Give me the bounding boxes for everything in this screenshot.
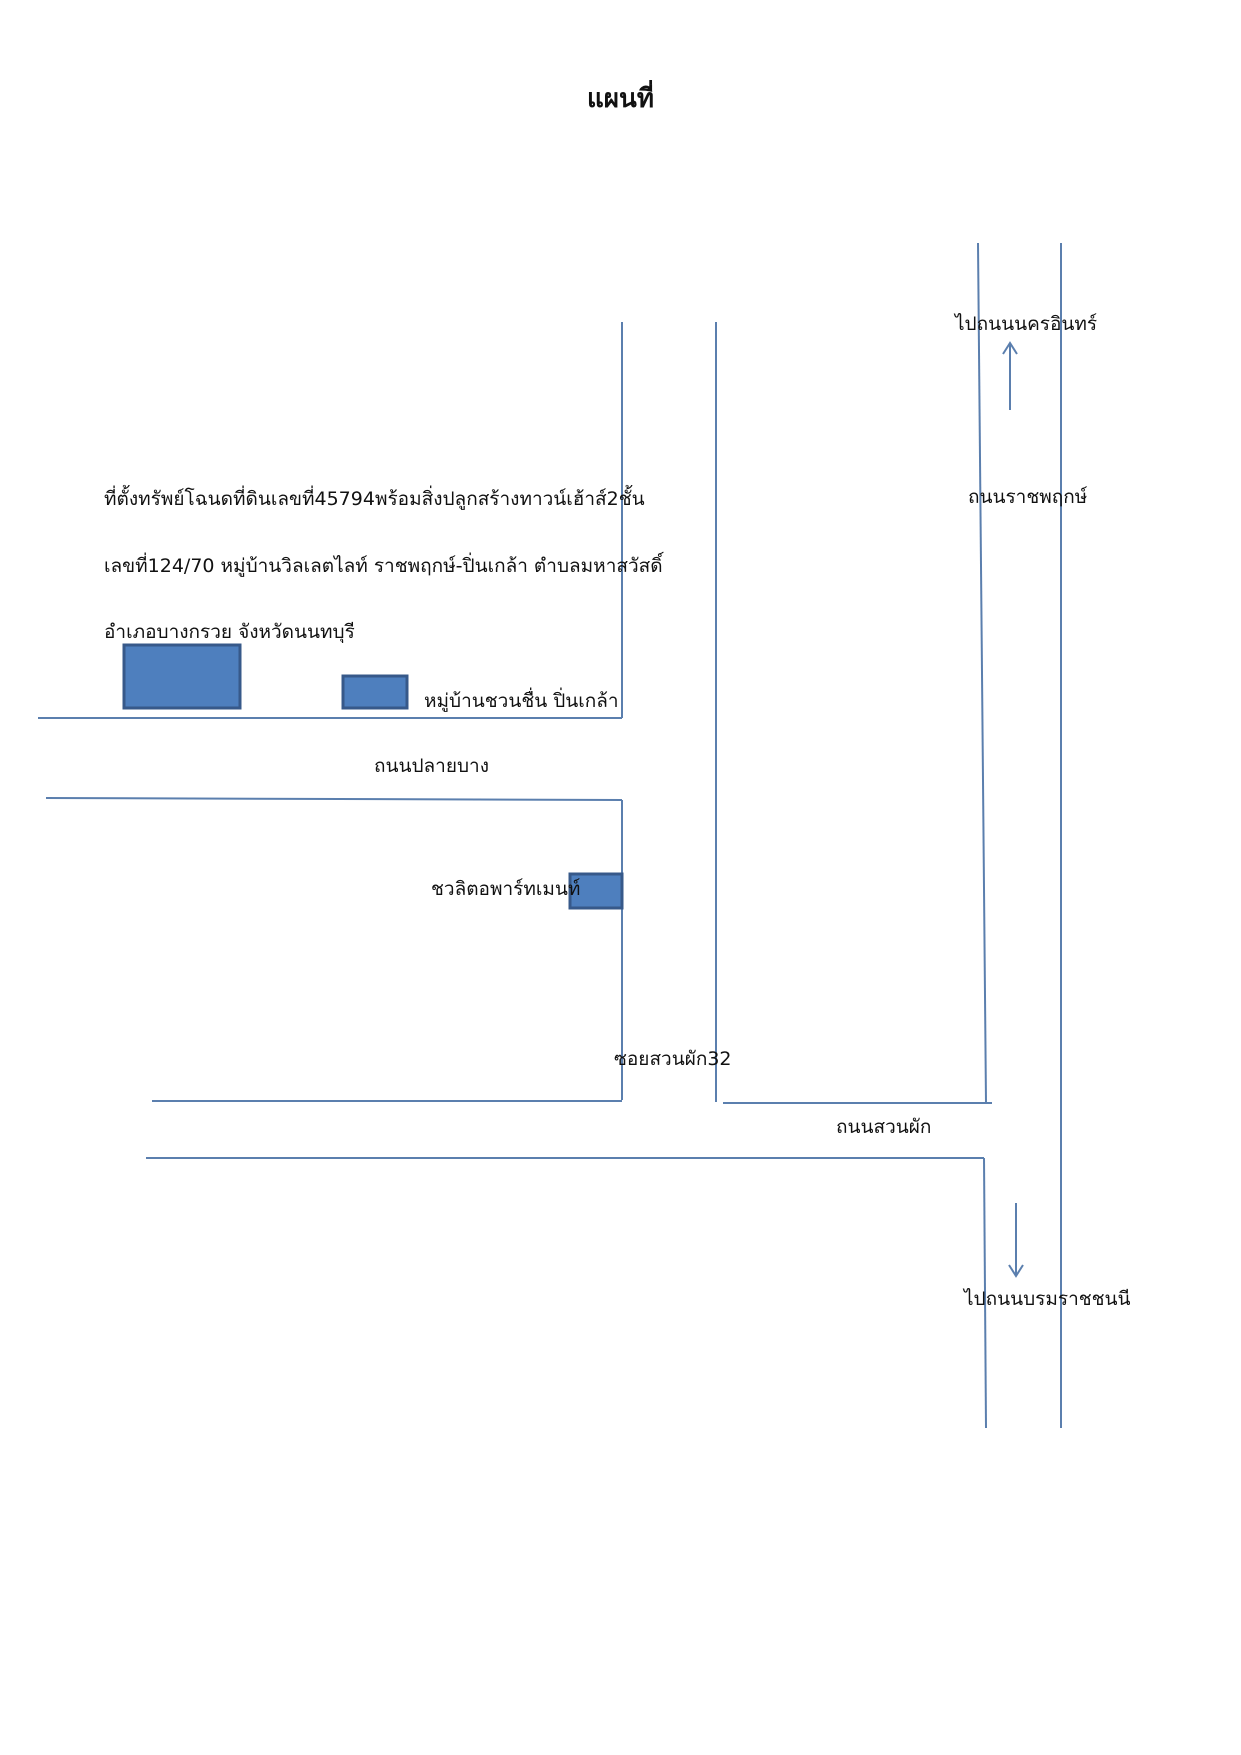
road-lines	[38, 242, 1062, 1429]
north-arrow-head-icon	[1002, 341, 1018, 355]
soi-suan-phak-32-label: ซอยสวนผัก32	[614, 1048, 732, 1070]
property-description-line-1: ที่ตั้งทรัพย์โฉนดที่ดินเลขที่45794พร้อมส…	[104, 488, 645, 510]
plai-bang-road-south-edge	[45, 797, 623, 801]
plai-bang-road-label: ถนนปลายบาง	[374, 755, 489, 777]
property-building-icon	[122, 643, 242, 710]
page-title: แผนที่	[587, 84, 654, 114]
ratchaphruek-road-label: ถนนราชพฤกษ์	[968, 486, 1088, 508]
south-direction-label: ไปถนนบรมราชชนนี	[964, 1288, 1131, 1310]
property-description-line-3: อำเภอบางกรวย จังหวัดนนทบุรี	[104, 621, 355, 643]
ratchaphruek-road-west-edge-upper	[977, 242, 987, 1104]
chuan-chuen-village-label: หมู่บ้านชวนชื่น ปิ่นเกล้า	[424, 690, 619, 712]
direction-arrows	[1002, 341, 1024, 1278]
chuan-chuen-village-building-icon	[341, 674, 409, 710]
south-arrow-head-icon	[1008, 1264, 1024, 1278]
chualit-apartment-building-icon	[568, 872, 624, 910]
property-description-line-2: เลขที่124/70 หมู่บ้านวิลเลตไลท์ ราชพฤกษ์…	[104, 555, 663, 577]
suan-phak-road-label: ถนนสวนผัก	[836, 1116, 932, 1138]
buildings	[122, 643, 624, 910]
north-direction-label: ไปถนนนครอินทร์	[955, 313, 1098, 335]
ratchaphruek-road-west-edge-lower	[983, 1157, 987, 1429]
chualit-apartment-label: ชวลิตอพาร์ทเมนท์	[431, 878, 581, 900]
